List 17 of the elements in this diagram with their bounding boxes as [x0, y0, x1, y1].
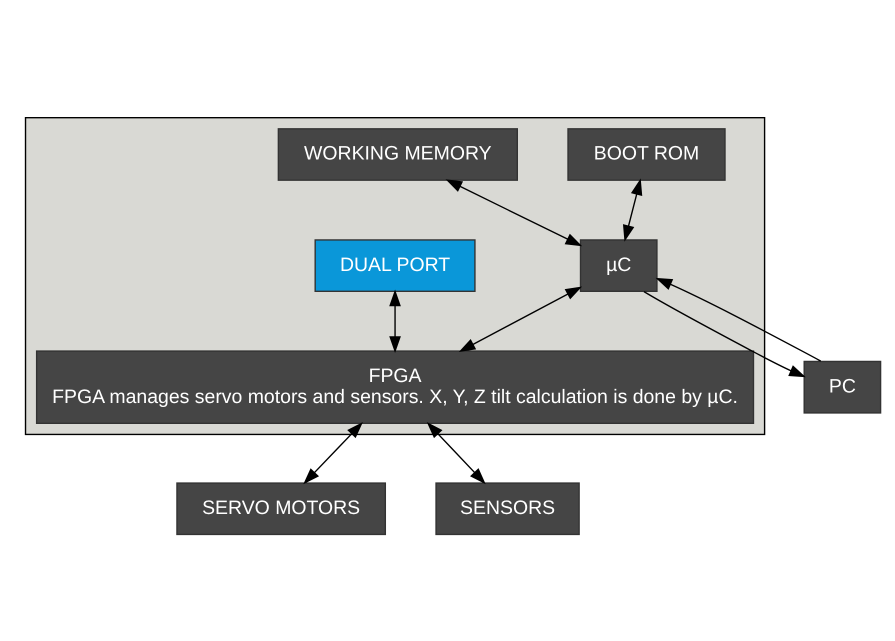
- arrow: [446, 179, 582, 246]
- node-box: FPGA FPGA manages servo motors and sensors. X, Y, Z tilt calculation is done by µC.: [36, 350, 754, 424]
- arrow: [644, 291, 806, 378]
- node-box: SENSORS: [435, 482, 580, 536]
- arrow: [389, 290, 401, 353]
- arrow: [622, 178, 642, 242]
- node-box: PC: [804, 360, 882, 414]
- node-box: DUAL PORT: [314, 239, 476, 292]
- node-box: SERVO MOTORS: [176, 482, 386, 536]
- node-box: WORKING MEMORY: [278, 128, 518, 181]
- node-box: µC: [580, 239, 658, 292]
- arrow: [426, 422, 486, 484]
- arrow: [656, 278, 822, 362]
- cluster: [24, 116, 766, 436]
- node-box: BOOT ROM: [567, 128, 726, 181]
- arrow: [303, 422, 363, 484]
- arrow: [458, 286, 582, 352]
